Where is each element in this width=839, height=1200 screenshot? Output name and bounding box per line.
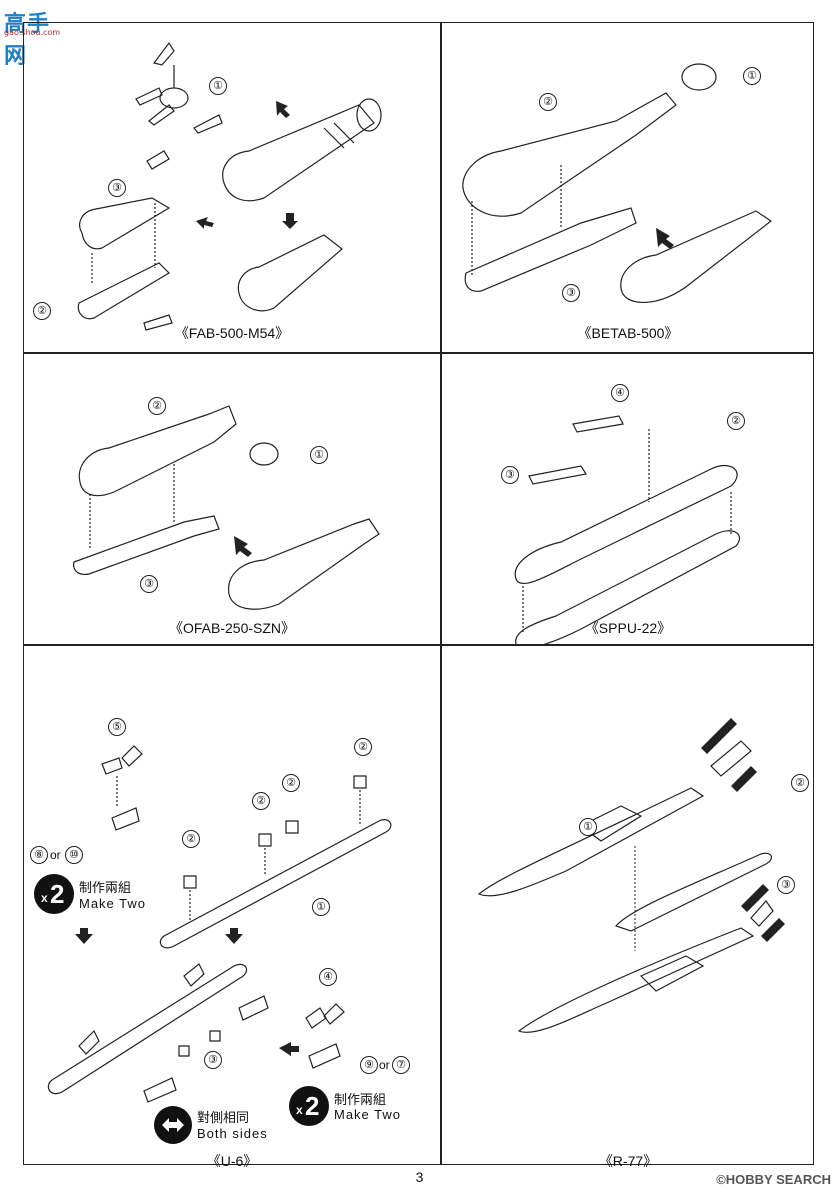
caption-sppu-22: 《SPPU-22》 bbox=[584, 620, 672, 636]
panel-fab-500-m54: ① ③ ② 《FAB-500-M54》 bbox=[24, 23, 440, 352]
callout-1: ① bbox=[579, 818, 597, 836]
callout-4: ④ bbox=[611, 384, 629, 402]
x2-badge: x 2 bbox=[289, 1086, 329, 1126]
grid-divider-row2 bbox=[24, 644, 813, 646]
callout-2: ② bbox=[33, 302, 51, 320]
both-sides-cn: 對側相同 bbox=[197, 1111, 250, 1126]
watermark-logo-main: 高手网 bbox=[4, 12, 51, 69]
caption-fab-500-m54: 《FAB-500-M54》 bbox=[174, 325, 290, 341]
betab-500-drawing bbox=[462, 63, 773, 303]
panel-u-6: ⑤ ② ② ② ② ① ④ ③ ⑧ or ⑩ ⑨ or ⑦ x 2 制作兩組 M… bbox=[24, 646, 440, 1169]
both-sides-en: Both sides bbox=[197, 1126, 268, 1141]
callout-3: ③ bbox=[562, 284, 580, 302]
sppu-22-drawing bbox=[514, 415, 741, 644]
callout-2: ② bbox=[354, 738, 372, 756]
both-sides-arrow-icon bbox=[154, 1106, 192, 1144]
grid-divider-row1 bbox=[24, 352, 813, 354]
fab-500-m54-drawing bbox=[77, 41, 382, 331]
ofab-250-szn-drawing bbox=[73, 405, 380, 610]
hobby-search-watermark: ©HOBBY SEARCH bbox=[716, 1172, 831, 1187]
or-part-7: ⑦ bbox=[392, 1056, 410, 1074]
x-count: 2 bbox=[50, 879, 65, 909]
callout-3: ③ bbox=[140, 575, 158, 593]
x-symbol: x bbox=[296, 1103, 303, 1117]
panel-ofab-250-szn: ② ① ③ 《OFAB-250-SZN》 bbox=[24, 354, 440, 644]
x-count: 2 bbox=[305, 1091, 320, 1121]
callout-4: ④ bbox=[319, 968, 337, 986]
callout-3: ③ bbox=[777, 876, 795, 894]
callout-5: ⑤ bbox=[108, 718, 126, 736]
or-part-8: ⑧ bbox=[30, 846, 48, 864]
caption-u-6: 《U-6》 bbox=[206, 1153, 258, 1169]
caption-r-77: 《R-77》 bbox=[598, 1153, 658, 1169]
or-part-9: ⑨ bbox=[360, 1056, 378, 1074]
callout-3: ③ bbox=[108, 179, 126, 197]
callout-2: ② bbox=[182, 830, 200, 848]
caption-betab-500: 《BETAB-500》 bbox=[577, 325, 679, 341]
callout-3: ③ bbox=[204, 1051, 222, 1069]
callout-2: ② bbox=[252, 792, 270, 810]
callout-1: ① bbox=[209, 77, 227, 95]
instruction-grid: ① ③ ② 《FAB-500-M54》 ① ② ③ 《BETAB-500》 bbox=[23, 22, 815, 1169]
or-part-10: ⑩ bbox=[65, 846, 83, 864]
u-6-drawing bbox=[47, 745, 392, 1103]
callout-1: ① bbox=[743, 67, 761, 85]
make-two-cn: 制作兩組 bbox=[334, 1093, 387, 1108]
callout-2: ② bbox=[148, 397, 166, 415]
callout-1: ① bbox=[312, 898, 330, 916]
x2-badge: x 2 bbox=[34, 874, 74, 914]
r-77-drawing bbox=[477, 718, 785, 1033]
callout-2: ② bbox=[539, 93, 557, 111]
grid-divider-vertical bbox=[440, 23, 442, 1164]
make-two-en: Make Two bbox=[79, 896, 147, 911]
page-number: 3 bbox=[415, 1169, 424, 1185]
callout-2: ② bbox=[727, 412, 745, 430]
panel-betab-500: ① ② ③ 《BETAB-500》 bbox=[441, 23, 815, 352]
or-label: or bbox=[379, 1058, 390, 1072]
panel-r-77: ② ① ③ 《R-77》 bbox=[441, 646, 815, 1169]
callout-1: ① bbox=[310, 446, 328, 464]
or-label: or bbox=[50, 848, 61, 862]
make-two-en: Make Two bbox=[334, 1107, 402, 1122]
callout-2: ② bbox=[791, 774, 809, 792]
callout-2: ② bbox=[282, 774, 300, 792]
watermark-logo-sub: gao.shou.com bbox=[4, 28, 61, 37]
callout-3: ③ bbox=[501, 466, 519, 484]
watermark-logo: 高手网 gao.shou.com bbox=[4, 6, 68, 69]
panel-sppu-22: ④ ② ③ 《SPPU-22》 bbox=[441, 354, 815, 644]
caption-ofab-250-szn: 《OFAB-250-SZN》 bbox=[168, 620, 296, 636]
make-two-cn: 制作兩組 bbox=[79, 881, 132, 896]
x-symbol: x bbox=[41, 891, 48, 905]
